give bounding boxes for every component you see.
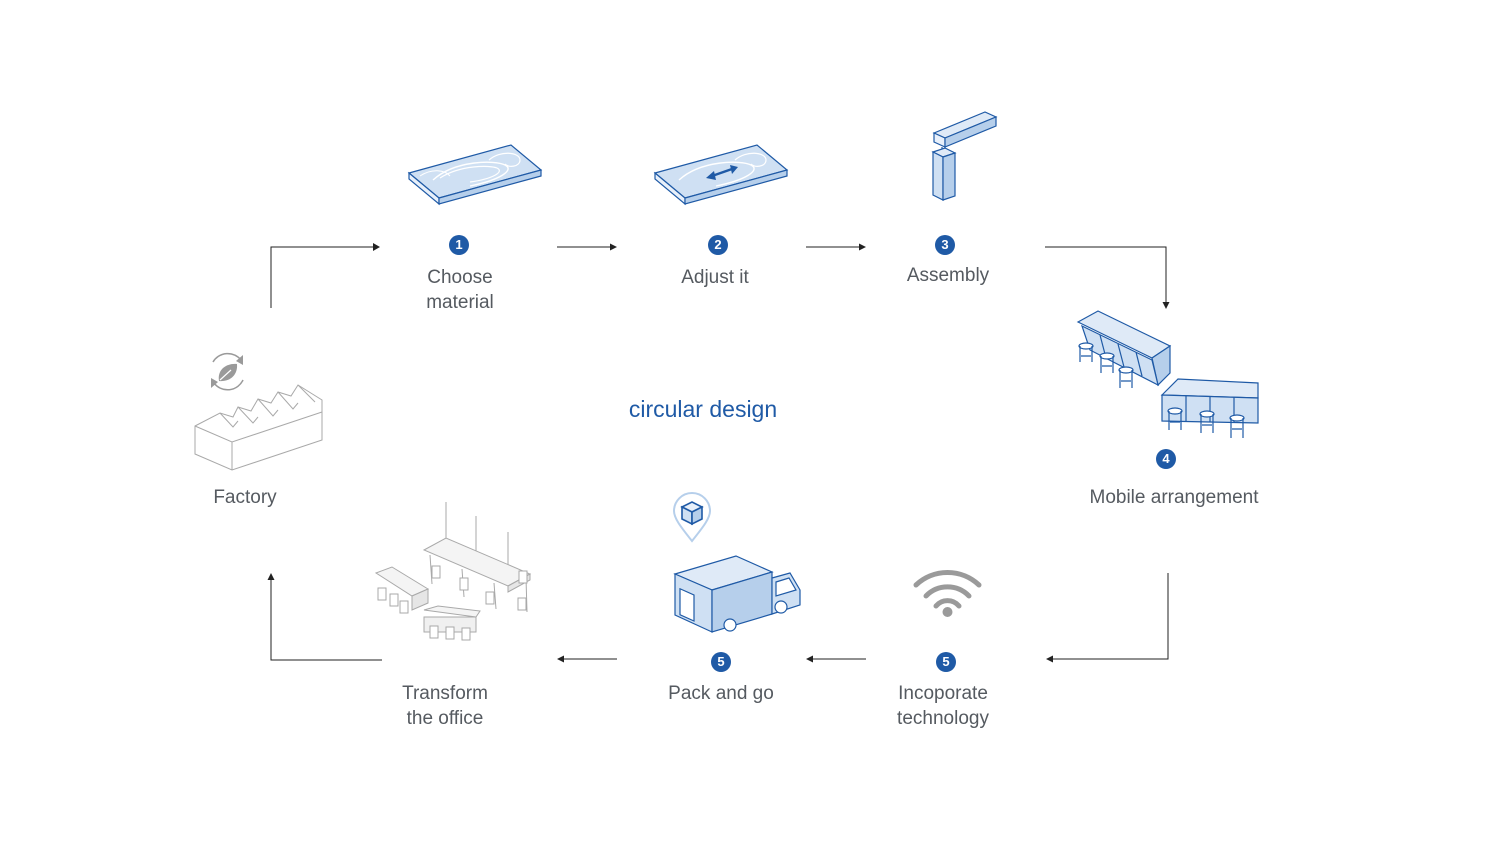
step-label-choose-material: Choose material (426, 267, 494, 313)
arrow-pack-to-transform (557, 655, 617, 663)
wifi-icon (913, 570, 982, 617)
office-layout-icon (374, 502, 532, 641)
location-pin-box-icon (672, 492, 712, 543)
step-label-factory: Factory (213, 487, 277, 508)
mobile-bar-tables-icon (1076, 310, 1259, 438)
step-label-incorporate-technology: Incoporate technology (897, 683, 989, 729)
arrow-transform-to-factory (267, 573, 382, 661)
step-badge-assembly: 3 (935, 235, 955, 255)
step-label-assembly: Assembly (906, 265, 990, 286)
arrow-assembly-to-mobile (1045, 246, 1170, 309)
arrow-material-to-adjust (557, 243, 617, 251)
arrow-adjust-to-assembly (806, 243, 866, 251)
diagram-title: circular design (628, 396, 778, 422)
step-badge-pack-and-go: 5 (711, 652, 731, 672)
delivery-truck-icon (673, 555, 801, 633)
step-badge-choose-material: 1 (449, 235, 469, 255)
step-label-pack-and-go: Pack and go (668, 683, 774, 704)
wood-panel-resize-icon (653, 144, 789, 206)
recycle-leaf-icon (211, 352, 244, 391)
step-badge-incorporate-technology: 5 (936, 652, 956, 672)
step-label-adjust-it: Adjust it (681, 267, 749, 288)
assembly-beam-icon (931, 111, 998, 201)
arrow-mobile-to-technology (1046, 573, 1169, 663)
arrow-factory-to-material (270, 243, 380, 308)
step-label-transform-office: Transform the office (402, 683, 488, 729)
factory-icon (194, 384, 323, 471)
wood-panel-icon (407, 144, 543, 206)
step-badge-adjust-it: 2 (708, 235, 728, 255)
step-label-mobile-arrangement: Mobile arrangement (1089, 487, 1259, 508)
arrow-technology-to-pack (806, 655, 866, 663)
step-badge-mobile-arrangement: 4 (1156, 449, 1176, 469)
